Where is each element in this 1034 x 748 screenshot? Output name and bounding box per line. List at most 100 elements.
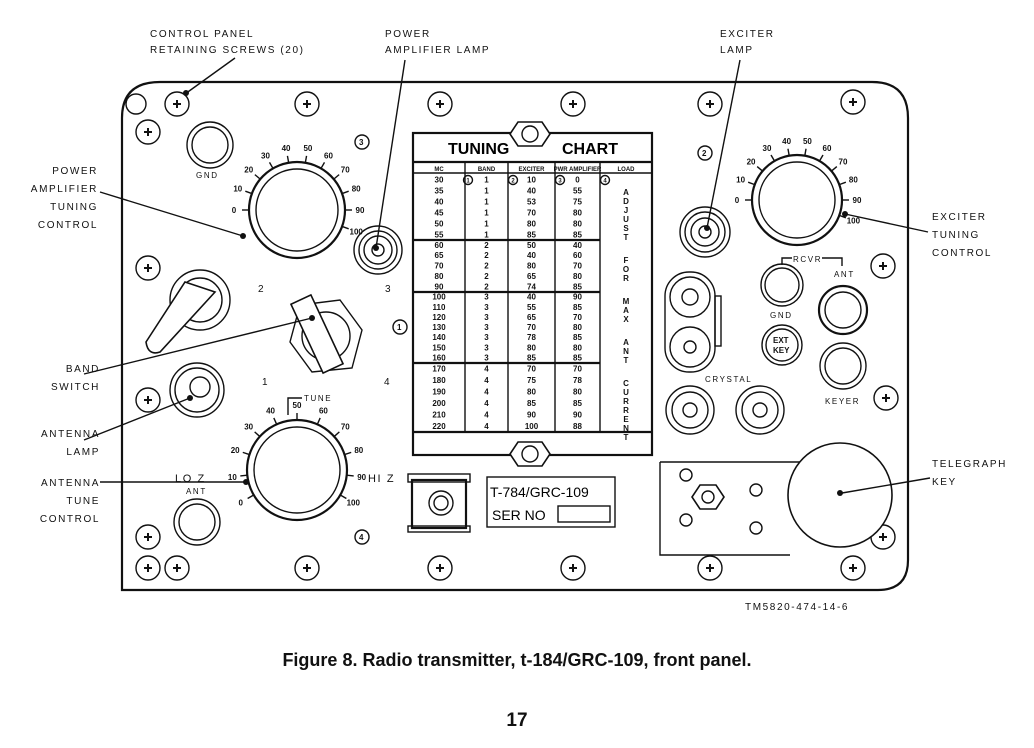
callout-pa-tuning-1: POWER	[52, 166, 98, 177]
chart-title-left: TUNING	[448, 141, 509, 158]
chart-cell: 40	[527, 293, 536, 302]
chart-cell: 50	[527, 241, 536, 250]
dial-tick	[839, 214, 847, 219]
panel-outline	[120, 80, 910, 592]
crystal-label: CRYSTAL	[705, 375, 752, 384]
chart-cell: 90	[573, 293, 582, 302]
svg-text:2: 2	[702, 149, 707, 158]
antenna-lamp	[169, 362, 225, 418]
ant-jack[interactable]	[173, 498, 221, 546]
dial-tick	[787, 148, 790, 156]
crystal-sockets[interactable]	[664, 271, 785, 435]
chart-cell: 4	[484, 388, 489, 397]
chart-cell: 65	[435, 251, 444, 260]
dial-scale-label: 10	[228, 473, 237, 482]
dial-tick	[316, 417, 321, 425]
rcvr-ant-jack[interactable]	[817, 284, 869, 336]
chart-cell: 85	[573, 282, 582, 291]
chart-cell: 80	[527, 343, 536, 352]
band-position-4: 4	[384, 377, 391, 388]
chart-cell: 70	[573, 313, 582, 322]
chart-cell: 30	[435, 175, 444, 184]
dial-scale-label: 0	[232, 206, 237, 215]
chart-cell: 60	[573, 251, 582, 260]
chart-cell: 2	[484, 262, 489, 271]
dial-tick	[818, 154, 824, 162]
chart-cell: 78	[573, 376, 582, 385]
dial-scale-label: 0	[735, 196, 740, 205]
model-plate: T-784/GRC-109 SER NO	[486, 476, 616, 528]
dial-scale-label: 30	[261, 151, 270, 160]
page-number: 17	[506, 710, 528, 731]
screw-icon	[135, 119, 161, 145]
callout-exciter-tuning-3: CONTROL	[932, 248, 992, 259]
callout-retaining-screws-1: CONTROL PANEL	[150, 29, 254, 40]
chart-cell: 55	[527, 303, 536, 312]
chart-cell: 85	[573, 230, 582, 239]
chart-cell: 1	[484, 230, 489, 239]
dial-tick	[756, 166, 763, 172]
gnd-label: GND	[196, 171, 219, 180]
chart-cell: 220	[432, 422, 446, 431]
dial-scale-label: 100	[347, 499, 361, 508]
screw-icon	[135, 524, 161, 550]
screw-icon	[135, 255, 161, 281]
chart-cell: 4	[484, 399, 489, 408]
band-switch[interactable]	[289, 293, 363, 375]
gnd-jack[interactable]	[186, 121, 234, 169]
dial-scale-label: 10	[736, 175, 745, 184]
ant-label: ANT	[186, 487, 207, 496]
chart-cell: 85	[573, 353, 582, 362]
toggle-switch[interactable]	[145, 269, 231, 354]
dial-scale-label: 30	[244, 423, 253, 432]
screw-icon	[135, 555, 161, 581]
dial-tick	[240, 474, 248, 477]
dial-scale-label: 20	[747, 157, 756, 166]
callout-band-switch-2: SWITCH	[51, 382, 100, 393]
dial-scale-label: 90	[357, 473, 366, 482]
chart-header: LOAD	[618, 167, 636, 173]
callout-pa-tuning-4: CONTROL	[38, 220, 98, 231]
screw-icon	[873, 385, 899, 411]
chart-cell: 1	[484, 219, 489, 228]
screw-icon	[560, 555, 586, 581]
chart-cell: 130	[432, 323, 446, 332]
rcvr-gnd-jack[interactable]	[760, 263, 804, 307]
band-position-2: 2	[258, 284, 265, 295]
dial-tick	[304, 155, 308, 163]
keyer-jack[interactable]	[819, 342, 867, 390]
chart-cell: 1	[484, 175, 489, 184]
chart-cell: 75	[573, 197, 582, 206]
chart-cell: 4	[484, 411, 489, 420]
dial-scale-label: 80	[352, 184, 361, 193]
svg-text:4: 4	[359, 533, 364, 542]
dial-tick	[770, 154, 776, 162]
screw-icon	[164, 91, 190, 117]
dial-scale-label: 40	[782, 137, 791, 146]
screw-icon	[697, 91, 723, 117]
telegraph-key[interactable]	[659, 442, 893, 556]
chart-cell: 70	[527, 365, 536, 374]
chart-nut-top	[509, 121, 551, 147]
dial-tick	[341, 225, 349, 230]
chart-marker: 2	[511, 179, 515, 185]
callout-antenna-tune-2: TUNE	[66, 496, 100, 507]
chart-cell: 85	[573, 303, 582, 312]
chart-cell: 65	[527, 272, 536, 281]
chart-cell: 70	[435, 262, 444, 271]
dial-tick	[341, 190, 349, 195]
chart-cell: 80	[435, 272, 444, 281]
rcvr-gnd-label: GND	[770, 311, 793, 320]
chart-cell: 35	[435, 186, 444, 195]
chart-cell: 85	[527, 353, 536, 362]
chart-cell: 1	[484, 186, 489, 195]
chart-cell: 55	[435, 230, 444, 239]
chart-cell: 50	[435, 219, 444, 228]
chart-cell: 3	[484, 293, 489, 302]
connector[interactable]	[407, 473, 471, 533]
